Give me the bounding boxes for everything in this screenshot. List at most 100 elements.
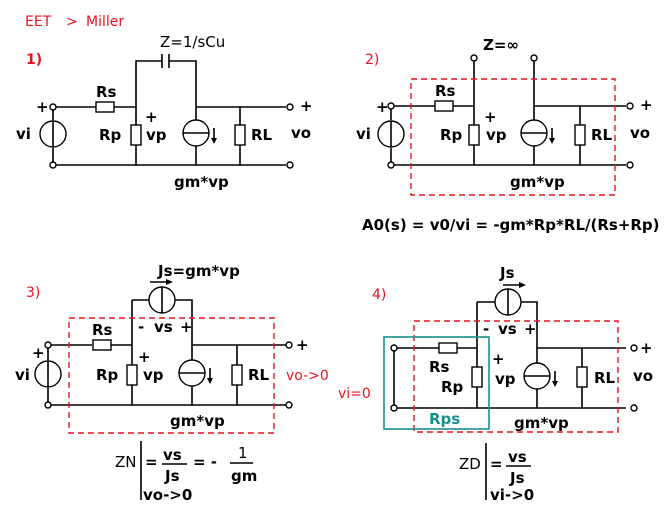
terminal — [44, 341, 52, 349]
impedance-label: Z=∞ — [483, 36, 519, 54]
plus-sign: + — [524, 320, 537, 338]
formula-lhs: ZD — [459, 455, 481, 473]
plus-sign: + — [296, 336, 309, 354]
label-gm: gm*vp — [510, 173, 565, 191]
label-vo: vo — [633, 367, 653, 385]
panel-2-circuit: 2) Z=∞ + + + Rs Rp vp RL vi vo gm*vp A0(… — [356, 36, 660, 234]
terminal — [44, 401, 52, 409]
resistor-rp — [130, 124, 142, 146]
formula-num: vs — [508, 448, 527, 466]
terminal — [630, 404, 638, 412]
dashed-boundary — [68, 317, 275, 434]
label-vo-condition: vo->0 — [286, 368, 329, 384]
wires — [52, 60, 286, 166]
label-rl: RL — [591, 126, 613, 144]
breadcrumb: EET > Miller — [25, 14, 124, 30]
step-label: 4) — [372, 287, 386, 303]
terminal — [285, 401, 293, 409]
terminal — [626, 102, 634, 110]
label-rs: Rs — [92, 321, 113, 339]
terminal — [49, 161, 57, 169]
zd-formula: ZD = vs Js vi->0 — [459, 443, 534, 504]
breadcrumb-root: EET — [25, 14, 52, 30]
label-rs: Rs — [435, 82, 456, 100]
resistor-rp — [471, 366, 483, 388]
plus-sign: + — [145, 108, 158, 126]
resistor-rs — [95, 101, 115, 113]
rps-boundary — [383, 336, 490, 430]
terminal — [390, 404, 398, 412]
panel-4-circuit: 4) Js - vs + + + Rs Rp vp RL vi=0 vo Rps… — [338, 264, 653, 504]
panel-3-circuit: 3) Js=gm*vp - vs + + + + Rs Rp vp RL vi … — [15, 262, 329, 504]
terminal — [390, 344, 398, 352]
capacitor-icon — [161, 54, 170, 68]
resistor-rs — [434, 100, 454, 112]
label-vi: vi — [16, 125, 31, 143]
dashed-boundary — [413, 320, 619, 433]
label-rl: RL — [594, 369, 616, 387]
label-rs: Rs — [96, 83, 117, 101]
minus-sign: - — [138, 318, 144, 336]
plus-sign: + — [376, 98, 389, 116]
resistor-rl — [231, 364, 243, 386]
label-rl: RL — [251, 126, 273, 144]
plus-sign: + — [484, 108, 497, 126]
formula-eq: = — [490, 455, 503, 473]
formula-den: Js — [164, 467, 180, 485]
label-vp: vp — [146, 126, 167, 144]
resistor-rl — [574, 124, 586, 146]
plus-sign: + — [180, 318, 193, 336]
minus-sign: - — [483, 320, 489, 338]
terminal — [530, 54, 538, 62]
terminal — [49, 103, 57, 111]
label-rp: Rp — [440, 126, 463, 144]
label-vi: vi — [15, 366, 30, 384]
formula-den2: gm — [231, 467, 257, 485]
label-rp: Rp — [99, 126, 122, 144]
formula-eq: = — [145, 453, 158, 471]
zn-formula: ZN = vs Js = - 1 gm vo->0 — [115, 441, 257, 504]
label-vo: vo — [291, 124, 311, 142]
gain-formula: A0(s) = v0/vi = -gm*Rp*RL/(Rs+Rp) — [362, 216, 660, 234]
terminal — [286, 103, 294, 111]
dashed-boundary — [410, 78, 616, 196]
label-rs: Rs — [429, 358, 450, 376]
resistor-rl — [576, 366, 588, 388]
label-vp: vp — [486, 126, 507, 144]
resistor-rl — [234, 124, 246, 146]
resistor-rs — [438, 342, 458, 354]
resistor-rp — [126, 364, 138, 386]
wires — [393, 301, 626, 409]
formula-eq2: = - — [193, 453, 217, 471]
label-gm: gm*vp — [170, 412, 225, 430]
terminal — [626, 161, 634, 169]
terminal — [286, 161, 294, 169]
label-vo: vo — [630, 124, 650, 142]
impedance-label: Z=1/sCu — [160, 33, 225, 51]
step-label: 1) — [26, 52, 42, 68]
step-label: 3) — [26, 285, 40, 301]
plus-sign: + — [492, 350, 505, 368]
label-rps: Rps — [429, 410, 460, 428]
label-rp: Rp — [441, 378, 464, 396]
plus-sign: + — [640, 339, 653, 357]
breadcrumb-separator: > — [66, 14, 78, 30]
plus-sign: + — [36, 98, 49, 116]
formula-condition: vo->0 — [143, 486, 192, 504]
breadcrumb-current: Miller — [86, 14, 124, 30]
wires — [390, 61, 626, 166]
terminal — [285, 341, 293, 349]
label-vs: vs — [498, 320, 517, 338]
terminal — [630, 344, 638, 352]
plus-sign: + — [640, 96, 653, 114]
formula-num: vs — [163, 446, 182, 464]
label-vi: vi — [356, 125, 371, 143]
formula-lhs: ZN — [115, 453, 137, 471]
label-gm: gm*vp — [514, 414, 569, 432]
wires — [47, 299, 286, 406]
source-label: Js — [499, 264, 515, 282]
formula-num2: 1 — [238, 444, 248, 462]
label-vi-condition: vi=0 — [338, 386, 371, 402]
resistor-rp — [468, 124, 480, 146]
